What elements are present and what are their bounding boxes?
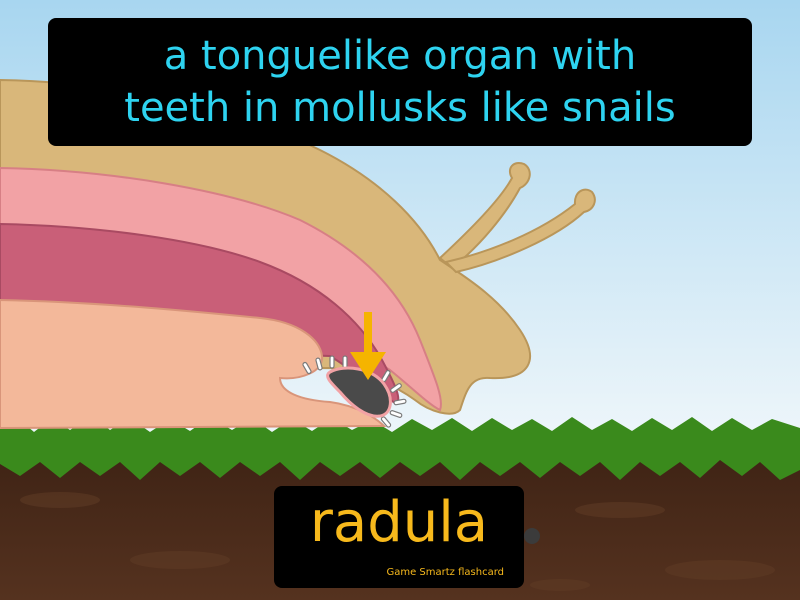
term-text: radula xyxy=(309,490,489,555)
soil-texture xyxy=(20,492,775,591)
tentacle-left xyxy=(438,162,531,270)
radula-teeth xyxy=(302,355,407,428)
definition-box: a tonguelike organ with teeth in mollusk… xyxy=(48,18,752,146)
tentacle-right xyxy=(444,188,596,274)
pebble xyxy=(524,528,540,544)
grass xyxy=(0,416,800,480)
snail-foot xyxy=(0,298,387,430)
definition-text: a tonguelike organ with teeth in mollusk… xyxy=(124,33,676,131)
brand-text: Game Smartz flashcard xyxy=(386,567,504,578)
arrow-pointer xyxy=(350,312,386,380)
term-box: radula Game Smartz flashcard xyxy=(274,486,524,588)
